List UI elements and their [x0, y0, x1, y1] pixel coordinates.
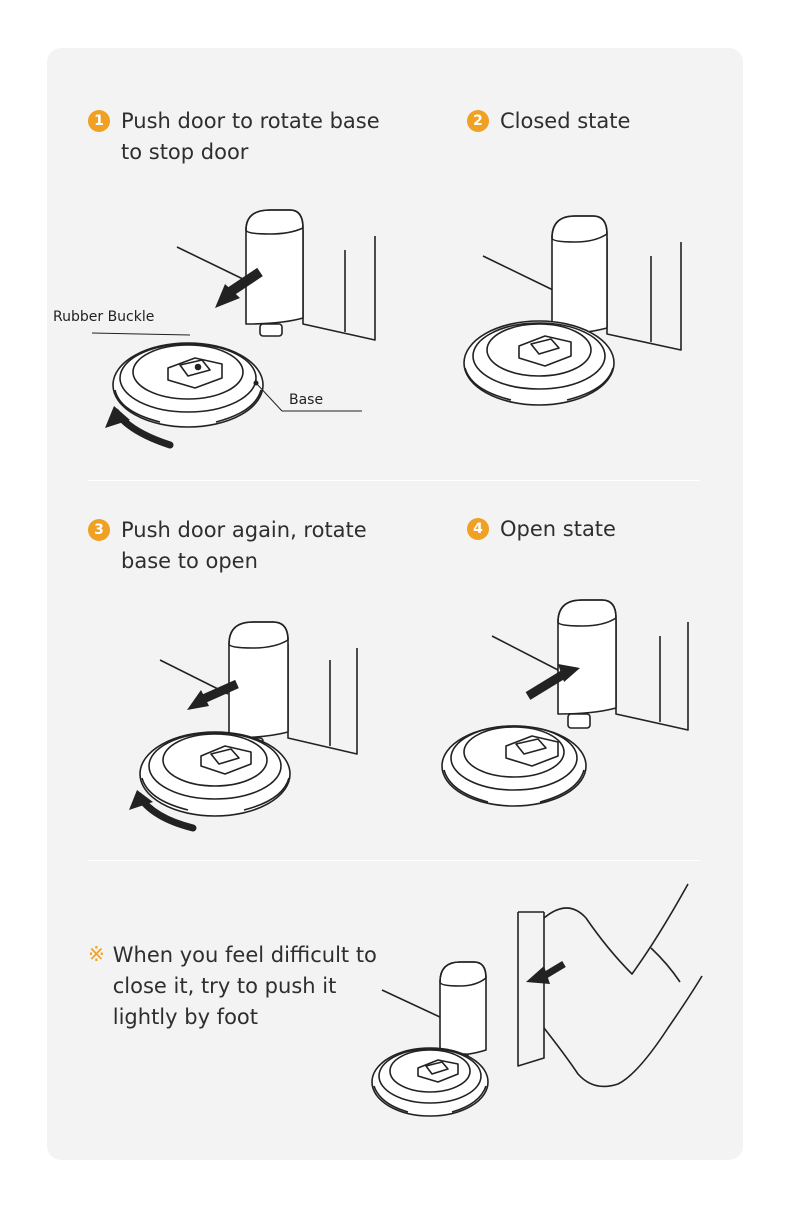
illustration-rotate-base-to-stop: Rubber Buckle Base: [53, 209, 376, 449]
step-text: Push door to rotate base to stop door: [121, 109, 380, 164]
divider: [88, 860, 700, 861]
label-rubber-buckle: Rubber Buckle: [53, 309, 154, 325]
step-1: 1 Push door to rotate base to stop door: [88, 106, 401, 168]
illustration-push-by-foot: [371, 883, 703, 1117]
instruction-card: [47, 48, 743, 1160]
illustration-open-state: [441, 599, 689, 807]
tip-note: ※ When you feel difficult to close it, t…: [88, 940, 388, 1033]
tip-text: When you feel difficult to close it, try…: [112, 943, 377, 1029]
divider: [88, 480, 700, 481]
step-number-badge: 1: [88, 110, 110, 132]
illustration-closed-state: [463, 215, 682, 406]
step-3: 3 Push door again, rotate base to open: [88, 515, 401, 577]
step-2: 2 Closed state: [467, 106, 720, 137]
step-text: Open state: [500, 517, 616, 541]
step-text: Push door again, rotate base to open: [121, 518, 367, 573]
step-number-badge: 4: [467, 518, 489, 540]
step-number-badge: 2: [467, 110, 489, 132]
step-number-badge: 3: [88, 519, 110, 541]
illustration-rotate-base-to-open: [129, 621, 358, 832]
step-text: Closed state: [500, 109, 631, 133]
reference-mark-icon: ※: [88, 942, 105, 966]
label-base: Base: [289, 392, 323, 408]
step-4: 4 Open state: [467, 514, 720, 545]
